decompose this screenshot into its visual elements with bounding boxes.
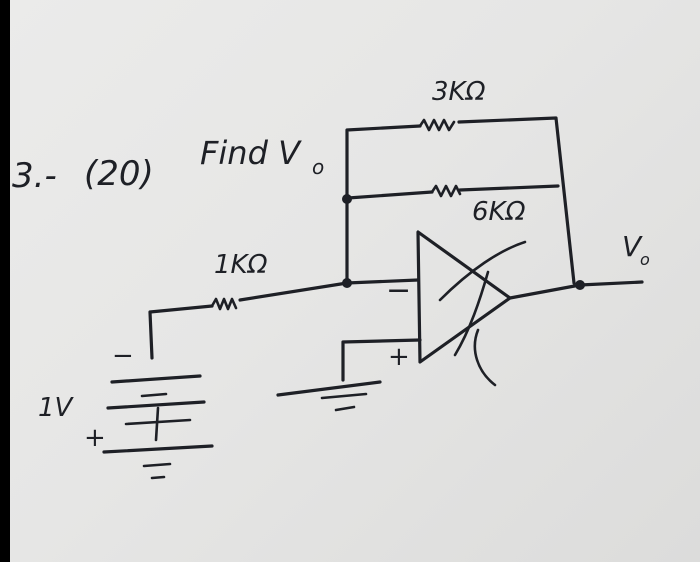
junction-dot-feedback <box>342 194 352 204</box>
noninverting-wire <box>341 338 422 382</box>
paper-background <box>10 0 700 562</box>
resistor-6k-zigzag <box>430 184 462 198</box>
opamp-noninverting-sign: + <box>388 342 410 372</box>
problem-number: 3.- <box>12 156 57 196</box>
resistor-6k-label: 6KΩ <box>472 197 526 227</box>
feedback-3k-branch <box>345 116 576 285</box>
problem-points: (20) <box>84 154 154 194</box>
problem-instruction: Find V <box>200 134 302 172</box>
resistor-3k-label: 3KΩ <box>432 77 486 107</box>
opamp-ground-symbol <box>276 380 382 412</box>
crossout-stroke-1 <box>438 240 527 302</box>
output-wire <box>508 280 644 300</box>
battery-plus-sign: + <box>84 423 106 453</box>
output-label-subscript: o <box>640 250 650 269</box>
resistor-1k-label: 1KΩ <box>214 250 268 280</box>
battery-source <box>102 374 214 480</box>
problem-heading: 3.- (20) Find V o <box>12 134 324 196</box>
input-wire-left <box>148 304 214 360</box>
opamp-symbol <box>416 230 527 387</box>
feedback-6k-branch <box>346 184 560 200</box>
resistor-1k-zigzag <box>210 297 238 311</box>
input-wire-right <box>238 278 420 302</box>
output-label: V <box>622 230 643 263</box>
crossout-stroke-2 <box>453 270 497 387</box>
opamp-inverting-sign: − <box>386 273 411 308</box>
source-voltage-label: 1V <box>38 393 75 423</box>
resistor-3k-zigzag <box>418 118 456 132</box>
problem-instruction-subscript: o <box>312 155 324 179</box>
battery-minus-sign: − <box>112 341 134 371</box>
